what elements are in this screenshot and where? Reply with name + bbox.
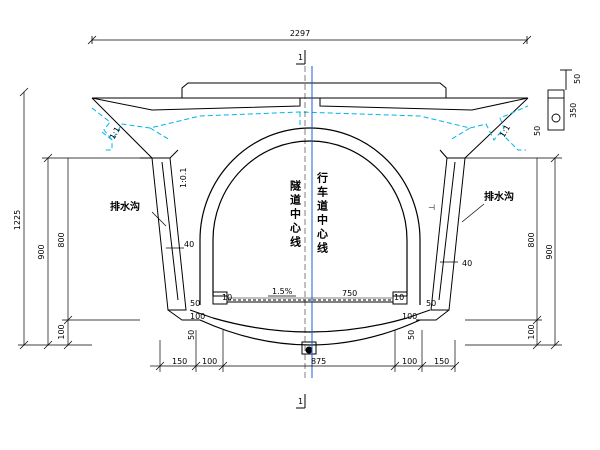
bottom-left-outer-label: 150 bbox=[172, 357, 187, 366]
road-width-label: 750 bbox=[342, 289, 357, 298]
right-base-label: 100 bbox=[527, 324, 536, 339]
right-wall bbox=[416, 149, 466, 321]
right-height-label: 900 bbox=[545, 244, 554, 259]
bottom-center-label: 875 bbox=[311, 357, 326, 366]
wall-thickness-marks bbox=[166, 247, 458, 263]
slope-01-label: 1:0.1 bbox=[179, 167, 188, 188]
section-mark-top bbox=[296, 50, 306, 65]
crossfall-label: 1.5% bbox=[272, 287, 293, 296]
slope-01-right-mark: ⊣ bbox=[428, 203, 435, 212]
label-100-right: 100 bbox=[402, 312, 417, 321]
left-dimension-lines bbox=[18, 87, 140, 350]
box-right-height-label: 350 bbox=[569, 103, 578, 118]
wall-left-label: 40 bbox=[184, 240, 194, 249]
portal-top bbox=[91, 82, 529, 159]
left-base-label: 100 bbox=[57, 324, 66, 339]
road-surface bbox=[189, 291, 431, 319]
bottom-right-inner-label: 100 bbox=[402, 357, 417, 366]
bottom-right-outer-label: 150 bbox=[434, 357, 449, 366]
drain-left-label: 排水沟 bbox=[110, 200, 140, 213]
box-right-top-label: 50 bbox=[573, 74, 582, 84]
left-wall bbox=[140, 149, 200, 321]
drain-right-leader bbox=[461, 203, 485, 223]
left-height-label: 900 bbox=[37, 244, 46, 259]
backfill-profile bbox=[91, 105, 529, 151]
section-mark-bottom-label: 1 bbox=[298, 397, 303, 406]
tunnel-lining bbox=[199, 127, 421, 346]
right-dimension-lines bbox=[465, 153, 562, 350]
total-height-label: 1225 bbox=[13, 210, 22, 230]
left-inner-label: 800 bbox=[57, 232, 66, 247]
bottom-left-inner-label: 100 bbox=[202, 357, 217, 366]
drain-right-label: 排水沟 bbox=[484, 190, 514, 203]
bottom-dimension-lines bbox=[150, 330, 460, 372]
center-drain bbox=[301, 341, 317, 355]
right-drain-box bbox=[547, 69, 572, 131]
label-10-left: 10 bbox=[222, 293, 232, 302]
total-width-label: 2297 bbox=[290, 29, 310, 38]
top-dimension bbox=[87, 35, 532, 45]
section-mark-bottom bbox=[296, 394, 306, 409]
section-mark-top-label: 1 bbox=[298, 53, 303, 62]
tunnel-centerline-label: 隧道中心线 bbox=[289, 179, 302, 250]
lane-centerline-label: 行车道中心线 bbox=[316, 171, 330, 256]
right-inner-label: 800 bbox=[527, 232, 536, 247]
wall-right-label: 40 bbox=[462, 259, 472, 268]
label-100-left: 100 bbox=[190, 312, 205, 321]
label-50-right-low: 50 bbox=[407, 330, 416, 340]
centerlines bbox=[304, 66, 313, 378]
label-10-right: 10 bbox=[394, 293, 404, 302]
gutter-right-label: 50 bbox=[426, 299, 436, 308]
label-50-left-low: 50 bbox=[187, 330, 196, 340]
box-right-side-label: 50 bbox=[533, 126, 542, 136]
drain-left-leader bbox=[151, 211, 167, 227]
slope-1-1-right-label: 1:1 bbox=[498, 123, 512, 139]
gutter-left-label: 50 bbox=[190, 299, 200, 308]
